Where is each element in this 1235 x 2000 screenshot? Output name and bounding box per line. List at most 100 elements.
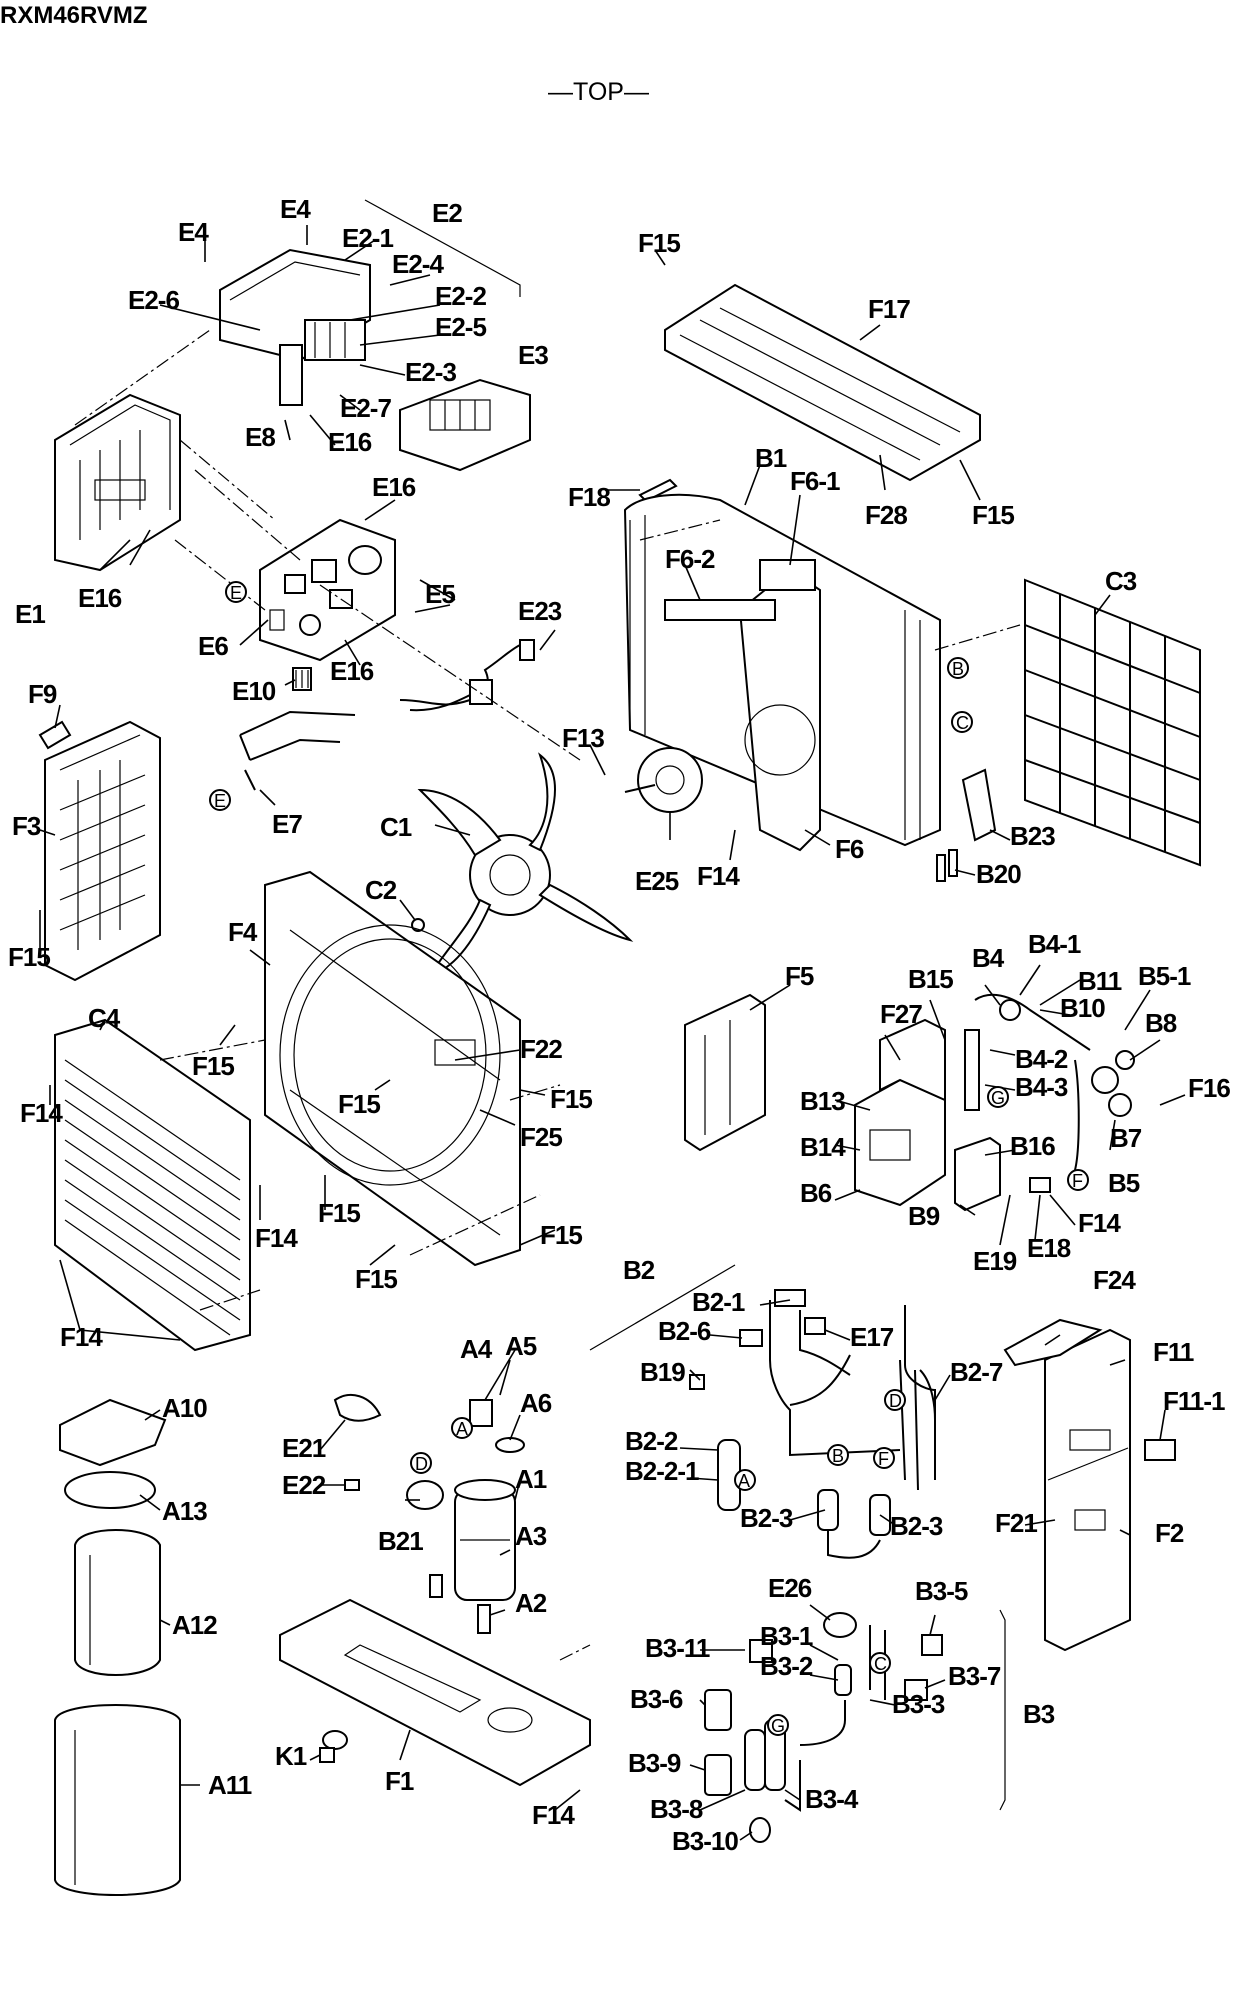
label-e21: E21 [282,1433,326,1463]
part-e22-clip [344,1479,360,1491]
label-f25: F25 [520,1122,562,1152]
reference-markers: E E B C G F D B F A A D C G [209,581,1089,1736]
marker-g: G [771,1716,785,1736]
label-a12: A12 [172,1610,217,1640]
label-e3: E3 [518,340,548,370]
label-c4: C4 [88,1003,121,1033]
label-f2: F2 [1155,1518,1184,1548]
marker-e: E [214,791,226,811]
label-e2-4: E2-4 [392,249,444,279]
part-b2-piping [689,1289,936,1559]
label-a10: A10 [162,1393,207,1423]
part-b6-switch-box [854,1018,946,1207]
label-f14: F14 [20,1098,63,1128]
part-b20-thermistor [936,849,958,882]
marker-a: A [456,1419,468,1439]
label-e16: E16 [328,427,372,457]
label-e16: E16 [78,583,122,613]
label-b19: B19 [640,1357,685,1387]
part-e1-control-box [54,393,181,572]
part-f6-motor-support [664,559,821,852]
label-f1: F1 [385,1766,414,1796]
label-e4: E4 [178,217,209,247]
part-e18-terminal [1029,1177,1051,1193]
label-e2-5: E2-5 [435,312,486,342]
part-f17-top-panel [664,283,981,482]
part-a1-compressor [454,1399,516,1601]
part-a6-bracket [495,1437,525,1453]
label-b16: B16 [1010,1131,1055,1161]
label-b20: B20 [976,859,1021,889]
label-f28: F28 [865,500,907,530]
part-labels: E4 E4 E2 E2-1 E2-4 E2-6 E2-2 E2-5 E3 E2-… [8,194,1231,1856]
label-f6: F6 [835,834,864,864]
label-b3-2: B3-2 [760,1651,813,1681]
label-f15: F15 [540,1220,582,1250]
part-e23-wiring [399,639,535,712]
part-c4-grille [54,1018,251,1352]
label-a6: A6 [520,1388,552,1418]
label-b13: B13 [800,1086,845,1116]
label-f15: F15 [972,500,1014,530]
label-f6-1: F6-1 [790,466,840,496]
label-b3-5: B3-5 [915,1576,968,1606]
label-a1: A1 [515,1464,547,1494]
label-a3: A3 [515,1521,547,1551]
label-e7: E7 [272,809,302,839]
label-f16: F16 [1188,1073,1230,1103]
label-b2-2-1: B2-2-1 [625,1456,699,1486]
label-b21: B21 [378,1526,423,1556]
label-b8: B8 [1145,1008,1177,1038]
label-e2-6: E2-6 [128,285,179,315]
label-b5: B5 [1108,1168,1140,1198]
part-f24-cover [1003,1318,1103,1367]
label-f22: F22 [520,1034,562,1064]
part-f11-1-cap [1144,1439,1176,1461]
label-f18: F18 [568,482,610,512]
label-b15: B15 [908,964,953,994]
label-b4-3: B4-3 [1015,1072,1068,1102]
label-f15: F15 [638,228,680,258]
part-f5-partition [684,993,766,1152]
label-e16: E16 [330,656,374,686]
marker-c: C [874,1654,887,1674]
part-a2-mount [429,1574,491,1634]
part-c1-fan [417,752,634,977]
label-b9: B9 [908,1201,940,1231]
label-c3: C3 [1105,566,1137,596]
assembly-guide-lines [74,199,1021,1811]
part-b23-insulation [961,768,997,842]
label-b3-6: B3-6 [630,1684,683,1714]
label-b14: B14 [800,1132,846,1162]
label-f21: F21 [995,1508,1037,1538]
label-e26: E26 [768,1573,812,1603]
label-f4: F4 [228,917,258,947]
label-e16: E16 [372,472,416,502]
label-f14: F14 [255,1223,298,1253]
label-f15: F15 [550,1084,592,1114]
label-b5-1: B5-1 [1138,961,1191,991]
marker-b: B [952,659,964,679]
part-e25-fan-motor [624,747,703,813]
label-b1: B1 [755,443,787,473]
part-c3-back-grille [1024,578,1201,867]
label-a4: A4 [460,1334,493,1364]
label-b2-7: B2-7 [950,1357,1003,1387]
label-f5: F5 [785,961,814,991]
label-f11: F11 [1153,1337,1194,1367]
label-e22: E22 [282,1470,326,1500]
label-f15: F15 [355,1264,397,1294]
part-e2-terminal-assembly [219,248,371,406]
label-b4-1: B4-1 [1028,929,1081,959]
label-f15: F15 [318,1198,360,1228]
label-b3: B3 [1023,1699,1055,1729]
label-b2-1: B2-1 [692,1287,745,1317]
marker-g: G [991,1088,1005,1108]
part-f1-bottom-frame [279,1598,591,1787]
part-b9-plate [954,1136,1001,1212]
model-title: RXM46RVMZ [0,2,148,29]
part-a10-cover [59,1398,167,1467]
label-b3-11: B3-11 [645,1633,710,1663]
label-b11: B11 [1078,966,1122,996]
label-a11: A11 [208,1770,252,1800]
